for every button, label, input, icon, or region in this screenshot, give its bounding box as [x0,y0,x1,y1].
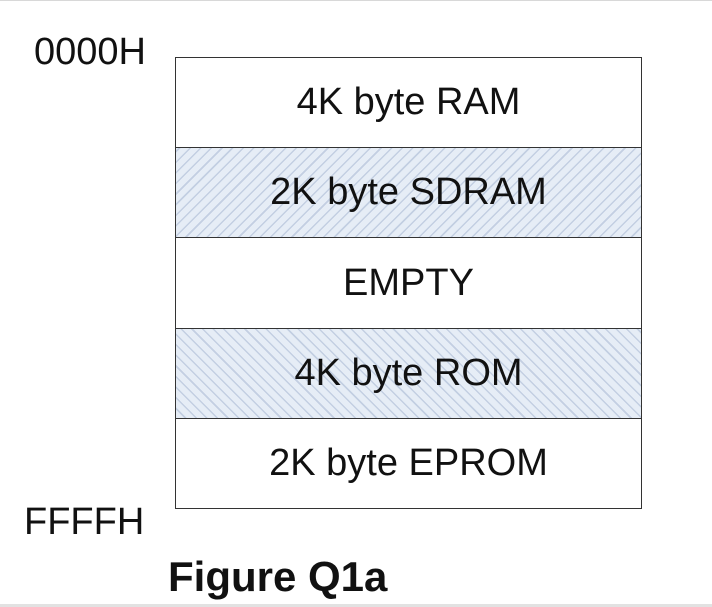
memory-block-rom: 4K byte ROM [176,328,641,419]
bottom-divider [0,604,712,607]
memory-block-sdram: 2K byte SDRAM [176,148,641,239]
memory-block-label: 4K byte ROM [294,351,523,394]
memory-block-eprom: 2K byte EPROM [176,419,641,508]
memory-block-ram: 4K byte RAM [176,58,641,149]
memory-block-empty: EMPTY [176,238,641,329]
memory-map: 4K byte RAM 2K byte SDRAM EMPTY 4K byte … [175,57,642,509]
memory-block-label: 4K byte RAM [296,81,521,124]
top-divider [0,0,712,1]
memory-block-label: 2K byte EPROM [269,441,548,484]
figure-caption: Figure Q1a [168,553,388,600]
memory-block-label: 2K byte SDRAM [270,171,547,214]
memory-block-label: EMPTY [343,261,474,304]
start-address-label: 0000H [34,31,146,73]
end-address-label: FFFFH [24,501,145,543]
